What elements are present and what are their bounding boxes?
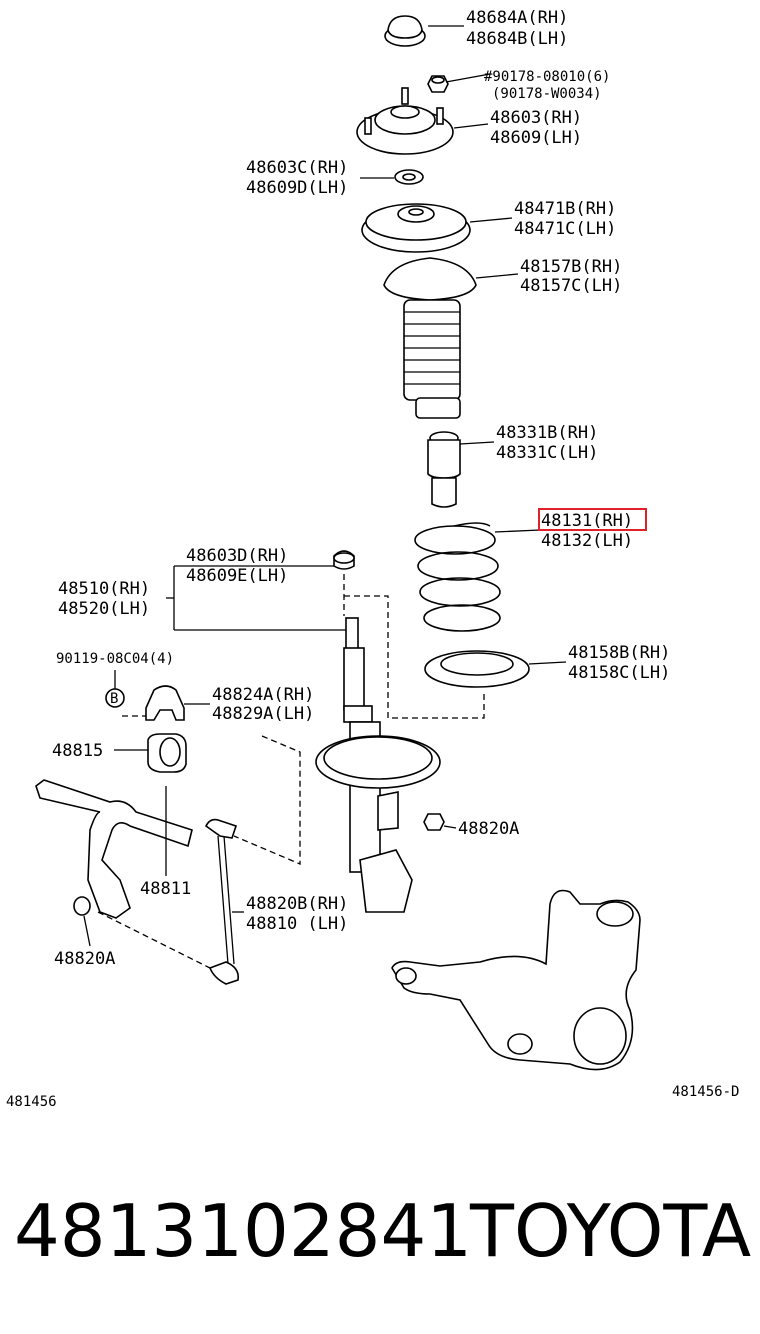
lower-spring-insulator <box>424 650 530 688</box>
mount-nut <box>427 75 449 93</box>
label-48603d: 48603D(RH) <box>186 546 288 566</box>
stabilizer-bushing <box>147 733 187 773</box>
label-48157c: 48157C(LH) <box>520 276 622 296</box>
part-number: 4813102841 <box>14 1189 472 1273</box>
label-90178-b: (90178-W0034) <box>492 86 602 102</box>
label-48824a: 48824A(RH) <box>212 685 314 705</box>
steering-knuckle <box>391 889 641 1071</box>
label-48684b: 48684B(LH) <box>466 29 568 49</box>
spring-bumper-boot <box>383 257 477 419</box>
label-48471c: 48471C(LH) <box>514 219 616 239</box>
label-48603: 48603(RH) <box>490 108 582 128</box>
bolt-b-symbol: B <box>105 688 125 708</box>
label-48820a-right: 48820A <box>458 819 519 839</box>
highlight-box <box>538 508 647 531</box>
brand-name: TOYOTA <box>469 1189 751 1273</box>
leader-lines <box>83 25 567 947</box>
bump-stop <box>427 431 461 508</box>
label-48811: 48811 <box>140 879 191 899</box>
mount-washer <box>394 169 424 185</box>
label-48520: 48520(LH) <box>58 599 150 619</box>
upper-spring-seat <box>361 203 471 253</box>
label-48132: 48132(LH) <box>541 531 633 551</box>
label-48471b: 48471B(RH) <box>514 199 616 219</box>
label-48603c: 48603C(RH) <box>246 158 348 178</box>
assembly-dashed-lines <box>97 574 485 969</box>
label-48829a: 48829A(LH) <box>212 704 314 724</box>
label-48684a: 48684A(RH) <box>466 8 568 28</box>
label-48820b: 48820B(RH) <box>246 894 348 914</box>
bracket-nut-right <box>423 813 445 831</box>
label-48158b: 48158B(RH) <box>568 643 670 663</box>
figure-code-right: 481456-D <box>672 1084 739 1100</box>
stabilizer-link <box>204 818 240 985</box>
strut-dust-cap <box>384 15 426 47</box>
label-90119: 90119-08C04(4) <box>56 651 174 667</box>
figure-code-left: 481456 <box>6 1094 57 1110</box>
label-48810: 48810 (LH) <box>246 914 348 934</box>
label-48131: 48131(RH) <box>541 511 633 531</box>
coil-spring <box>414 522 501 632</box>
label-48158c: 48158C(LH) <box>568 663 670 683</box>
label-90178-a: #90178-08010(6) <box>484 69 610 85</box>
label-48331b: 48331B(RH) <box>496 423 598 443</box>
label-48820a-left: 48820A <box>54 949 115 969</box>
label-48609d: 48609D(LH) <box>246 178 348 198</box>
label-48157b: 48157B(RH) <box>520 257 622 277</box>
bolt-b-label: B <box>110 691 118 707</box>
label-48609e: 48609E(LH) <box>186 566 288 586</box>
bushing-bracket <box>145 685 185 721</box>
upper-strut-mount <box>356 87 454 155</box>
link-nut-left <box>73 896 91 916</box>
label-48609: 48609(LH) <box>490 128 582 148</box>
label-48331c: 48331C(LH) <box>496 443 598 463</box>
label-48815: 48815 <box>52 741 103 761</box>
strut-rod-nut <box>333 550 355 570</box>
label-48510: 48510(RH) <box>58 579 150 599</box>
shock-absorber-strut <box>315 617 441 913</box>
stabilizer-bar <box>35 779 193 919</box>
